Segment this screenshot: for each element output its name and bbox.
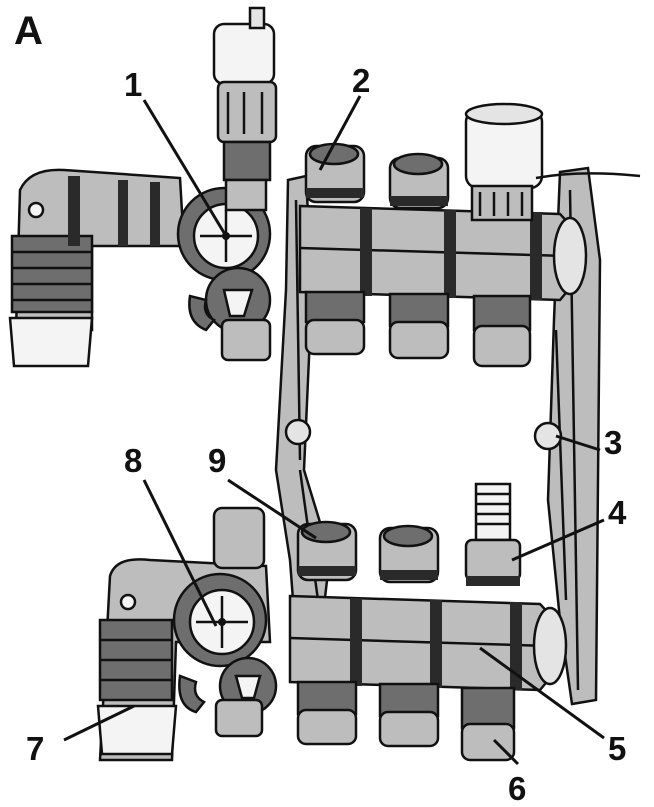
callout-4: 4 [608,494,627,531]
leader-8 [142,479,218,627]
valve-cap-lower-2 [378,524,440,748]
leader-5 [479,646,605,740]
upper-elbow-connector [8,168,186,368]
callout-1: 1 [124,66,142,103]
air-vent [212,6,278,212]
thermometer-lower [172,506,268,668]
leader-2 [318,95,362,171]
leader-1 [142,99,228,237]
ball-valve-lower [178,656,278,738]
actuator [464,102,641,368]
ball-valve-upper [188,266,272,362]
leader-4 [511,518,605,562]
lower-manifold-bar [288,594,568,692]
leader-3 [555,434,601,452]
callout-numbers: 1 2 3 4 5 6 7 8 9 [26,62,627,807]
valve-cap-upper-1 [304,142,366,356]
leader-6 [492,738,520,766]
callout-leaders [63,95,605,766]
valve-cap-upper-2 [388,152,450,360]
figure-label: A [14,9,43,53]
callout-3: 3 [604,424,622,461]
leader-9 [227,478,317,540]
callout-7: 7 [26,730,44,767]
callout-6: 6 [508,770,526,807]
callout-5: 5 [608,730,626,767]
upper-manifold-bar [298,204,588,302]
callout-2: 2 [352,62,370,99]
flow-meter [460,482,522,762]
callout-9: 9 [208,442,226,479]
leader-7 [63,704,135,742]
callout-8: 8 [124,442,142,479]
